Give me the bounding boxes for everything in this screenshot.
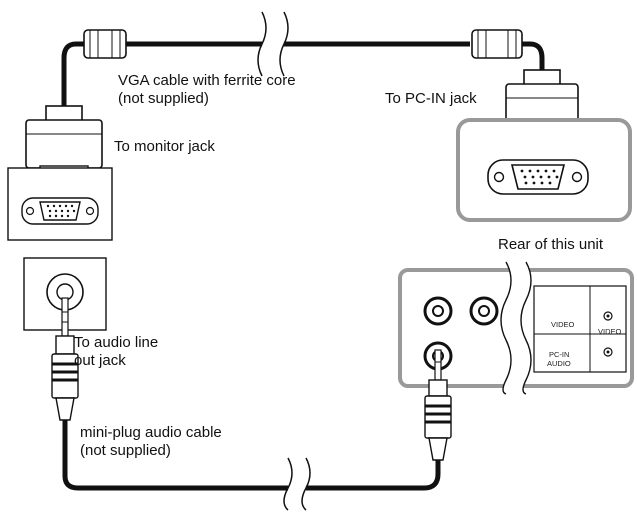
vga-cable-label: VGA cable with ferrite core (not supplie… [118,72,296,108]
pc-in-panel [456,118,632,222]
vga-plug-left [25,105,103,179]
rear-panel-break-mark [500,261,532,395]
audio-cable-break-mark [283,457,311,511]
ferrite-core-right [471,29,523,59]
audio-line-out-label-line1: To audio line [74,334,159,351]
audio-cable-label-line2: (not supplied) [80,442,171,459]
audio-cable [62,420,441,491]
vga-cable-label-line1: VGA cable with ferrite core [118,72,296,89]
pc-in-jack-label: To PC-IN jack [385,90,477,107]
vga-port-pins-left [46,204,76,218]
panel-label-video-left: VIDEO [551,320,575,329]
panel-label-audio: AUDIO [547,359,571,368]
ferrite-core-left [83,29,127,59]
vga-cable-break-mark [257,11,289,77]
audio-line-out-label: To audio line out jack [74,334,158,370]
mini-plug-left [51,297,79,421]
mini-plug-right [424,349,452,461]
monitor-jack-panel [7,167,113,241]
panel-label-pc-in: PC-IN [549,350,569,359]
vga-cable-label-line2: (not supplied) [118,90,209,107]
audio-cable-label: mini-plug audio cable (not supplied) [80,424,222,460]
audio-cable-label-line1: mini-plug audio cable [80,424,222,441]
vga-cable [61,41,545,108]
rear-of-unit-label: Rear of this unit [498,236,604,253]
monitor-jack-label: To monitor jack [114,138,215,155]
vga-port-pins-right [520,169,559,185]
panel-label-video-right: VIDEO [598,327,622,336]
audio-line-out-label-line2: out jack [74,352,126,369]
